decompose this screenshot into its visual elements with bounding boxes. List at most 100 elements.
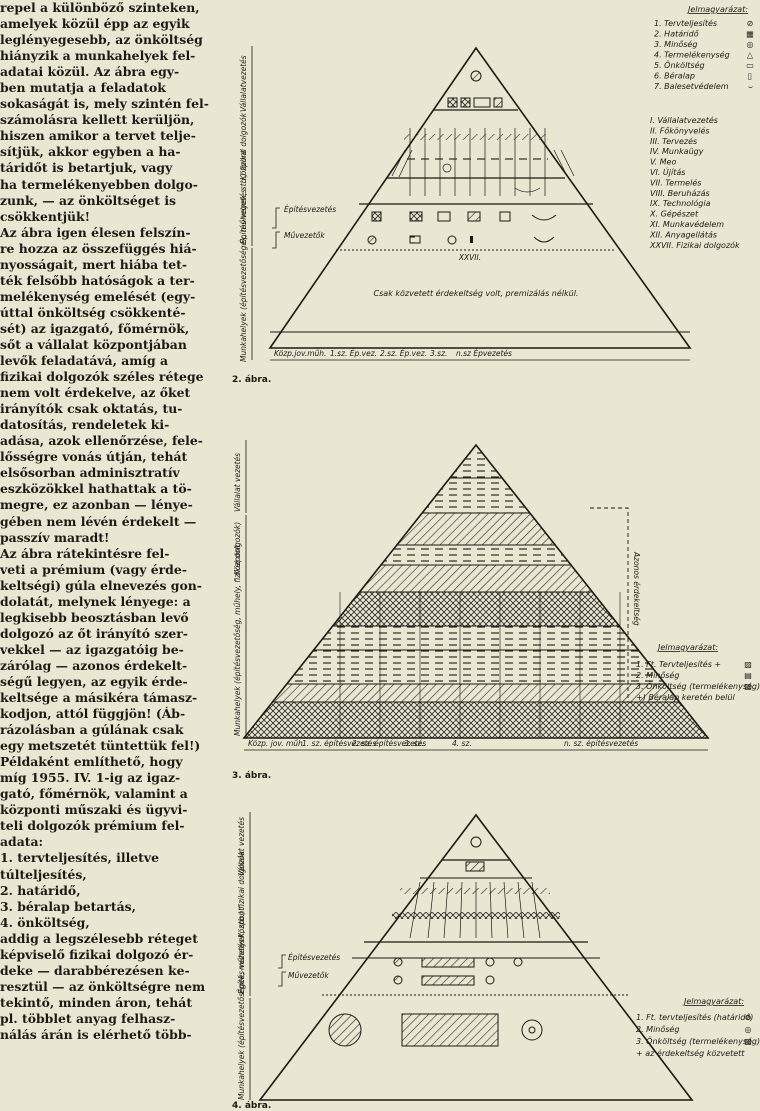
- fig4-center-columns: [392, 881, 560, 939]
- fig2-base-label: Közp.jov.műh.: [274, 349, 326, 358]
- fig3-base-label: Közp. jov. műh.: [248, 739, 305, 748]
- text-line: tekintő, minden áron, tehát: [0, 994, 193, 1010]
- text-line: Az ábra rátekintésre fel-: [0, 545, 170, 561]
- fig2-label-vallalatvezetes: Vállalatvezetés: [239, 55, 248, 112]
- text-line: nem volt érdekelve, az őket: [0, 385, 191, 401]
- text-line: re hozza az összefüggés hiá-: [0, 240, 197, 256]
- fig4-inner-epitesvezetes: Építésvezetés: [288, 953, 340, 962]
- fig3-base-label: n. sz. építésvezetés: [564, 739, 638, 748]
- text-line: táridőt is betartjuk, vagy: [0, 160, 173, 176]
- legend-symbol-icon: ⊘: [745, 1013, 752, 1022]
- fig3-band: [380, 544, 572, 566]
- text-line: fizikai dolgozók széles rétege: [0, 369, 204, 385]
- fig2-legend-item: 1. Tervteljesítés: [654, 18, 717, 28]
- text-line: túlteljesítés,: [0, 866, 87, 882]
- legend-symbol-icon: ◎: [745, 1025, 752, 1034]
- text-line: csökkentjük!: [0, 208, 91, 224]
- fig2-base-labels: Közp.jov.műh.1.sz. Ép.vez.2.sz. Ép.vez.3…: [274, 349, 512, 358]
- text-line: amelyek közül épp az egyik: [0, 16, 190, 32]
- fig2-label-epitesvezetes: Építés-vezetés: [239, 189, 248, 244]
- fig2-base-label: 3.sz.: [430, 349, 447, 358]
- text-line: ségű legyen, az egyik érde-: [0, 673, 188, 689]
- fig3-caption: 3. ábra.: [232, 771, 271, 781]
- text-line: dolatát, melynek lényege: a: [0, 593, 191, 609]
- text-line: kodjon, attól függjön! (Áb-: [0, 706, 186, 722]
- fig3-base-label: 4. sz.: [452, 739, 472, 748]
- fig2-legend-item: 7. Balesetvédelem: [654, 81, 729, 91]
- fig3-base-label: 1. sz. építésvezetés: [302, 739, 376, 748]
- figure-2: XXVII. Csak közvetett érdekeltség volt, …: [232, 5, 754, 385]
- legend-symbol-icon: ⌣: [747, 82, 753, 91]
- fig2-dept-item: VIII. Beruházás: [650, 189, 710, 198]
- text-line: hiányzik a munkahelyek fel-: [0, 48, 196, 64]
- fig4-side-brackets: [249, 812, 286, 1100]
- fig2-dept-item: I. Vállalatvezetés: [650, 115, 718, 125]
- legend-symbol-icon: ▨: [744, 660, 752, 669]
- text-line: sítjük, akkor egyben a ha-: [0, 144, 181, 160]
- text-line: adása, azok ellenőrzése, fele-: [0, 433, 203, 449]
- fig3-band: [243, 701, 709, 739]
- fig2-left-hatch: [391, 149, 575, 178]
- legend-symbol-icon: ▨: [744, 1037, 752, 1046]
- text-line: irányítók csak oktatás, tu-: [0, 401, 183, 417]
- fig3-base-label: 3. sz.: [404, 739, 424, 748]
- text-line: pl. többlet anyag felhasz-: [0, 1010, 176, 1026]
- fig3-legend-item: +) Béralap keretén belül: [636, 692, 735, 702]
- fig2-legend-item: 4. Termelékenység: [654, 50, 730, 60]
- figure-3: Azonos érdekeltség Vállalat vezetés Közp…: [232, 440, 760, 781]
- text-line: resztül — az önköltségre nem: [0, 978, 206, 994]
- fig2-caption: 2. ábra.: [232, 375, 271, 385]
- text-line: leglényegesebb, az önköltség: [0, 32, 203, 48]
- fig2-base-label: n.sz Épvezetés: [456, 349, 512, 358]
- fig4-legend: 1. Ft. tervteljesítés (határidő)⊘2. Minő…: [636, 1012, 760, 1058]
- fig4-legend-item: 2. Minőség: [636, 1024, 679, 1034]
- fig3-band: [312, 625, 640, 651]
- fig3-band: [421, 477, 531, 514]
- text-line: képviselő fizikai dolgozó ér-: [0, 946, 194, 962]
- legend-symbol-icon: ▤: [744, 671, 752, 680]
- text-line: vekkel — az igazgatóig be-: [0, 641, 184, 657]
- text-line: passzív maradt!: [0, 529, 110, 545]
- fig4-label-epitesvezetes: Építés-vezetés: [237, 939, 246, 994]
- fig3-band: [271, 683, 681, 703]
- text-line: keltségi) gúla elnevezés gon-: [0, 577, 202, 593]
- fig4-label-kozpont: Központ: [237, 907, 246, 938]
- fig3-band: [358, 564, 594, 593]
- text-line: sokaságát is, mely szintén fel-: [0, 96, 209, 112]
- text-line: addig a legszélesebb réteget: [0, 930, 198, 946]
- text-line: levők feladatává, amíg a: [0, 353, 169, 369]
- fig2-dept-item: XI. Munkavédelem: [649, 219, 724, 229]
- text-line: adatai közül. Az ábra egy-: [0, 64, 180, 80]
- text-line: adata:: [0, 834, 44, 850]
- fig2-label-kozpont: Központ: [239, 149, 248, 180]
- text-line: dolgozó az őt irányító szer-: [0, 625, 188, 641]
- fig2-dept-item: IV. Munkaügy: [650, 147, 704, 156]
- text-line: nálás árán is elérhető több-: [0, 1027, 192, 1042]
- legend-symbol-icon: ▭: [746, 61, 754, 70]
- fig3-band: [395, 512, 557, 546]
- text-line: 4. önköltség,: [0, 914, 90, 930]
- fig3-band: [285, 649, 667, 685]
- fig2-dept-item: IX. Technológia: [650, 198, 711, 208]
- fig2-legend-item: 2. Határidő: [654, 30, 699, 39]
- fig2-dept-item: III. Tervezés: [650, 136, 697, 146]
- text-line: központi műszaki és ügyvi-: [0, 802, 188, 818]
- fig3-legend: 1. Ft. Tervteljesítés +▨2. Minőség▤3. Ön…: [636, 659, 760, 702]
- text-line: datosítás, rendeletek ki-: [0, 417, 170, 433]
- fig2-roman-mark: XXVII.: [458, 253, 481, 262]
- fig2-center-columns: [404, 128, 548, 196]
- fig2-legend-item: 6. Béralap: [654, 71, 695, 81]
- text-line: 3. béralap betartás,: [0, 898, 136, 914]
- legend-symbol-icon: ▯: [748, 72, 752, 81]
- text-line: repel a különböző szinteken,: [0, 0, 200, 15]
- text-line: ha termelékenyebben dolgo-: [0, 176, 198, 192]
- fig4-legend-item: 3. Önköltség (termelékenység): [636, 1036, 760, 1046]
- legend-symbol-icon: ▧: [744, 682, 752, 691]
- fig2-dept-item: V. Meo: [650, 158, 676, 167]
- text-line: Példaként említhető, hogy: [0, 754, 183, 770]
- text-line: legkisebb beosztásban levő: [0, 609, 189, 625]
- text-line: elsősorban adminisztratív: [0, 465, 180, 481]
- fig2-label-munkahelyek: Munkahelyek (építésvezetőségek, műhelyek…: [239, 112, 248, 362]
- fig3-base-label: 2. sz. építésvezetés: [352, 739, 426, 748]
